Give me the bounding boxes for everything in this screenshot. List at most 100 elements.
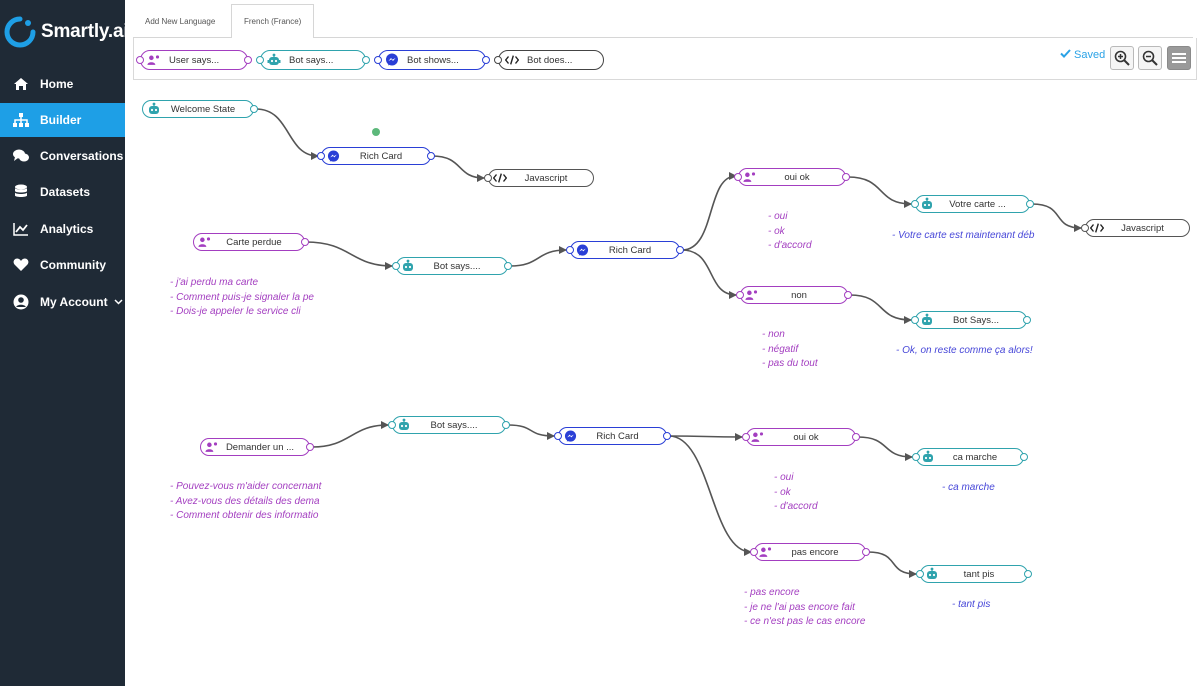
input-port[interactable] bbox=[317, 152, 325, 160]
output-port[interactable] bbox=[676, 246, 684, 254]
edge-botsays2-rich3 bbox=[507, 424, 555, 440]
flow-canvas[interactable]: Welcome State Rich Card Javascript Carte… bbox=[126, 80, 1200, 686]
node-ca-marche[interactable]: ca marche bbox=[912, 448, 1028, 466]
output-port[interactable] bbox=[502, 421, 510, 429]
edge-rich3-pasencore bbox=[668, 435, 752, 556]
node-welcome-state[interactable]: Welcome State bbox=[142, 100, 258, 118]
response-bot-says-ok: - Ok, on reste comme ça alors! bbox=[896, 345, 1033, 356]
code-icon bbox=[1090, 221, 1104, 235]
language-tabs: Add New Language French (France) bbox=[133, 4, 1193, 39]
tab-add-new-language[interactable]: Add New Language bbox=[133, 4, 227, 38]
node-oui-ok-2[interactable]: oui ok bbox=[742, 428, 860, 446]
output-port[interactable] bbox=[862, 548, 870, 556]
user-circle-icon bbox=[12, 293, 30, 311]
zoom-out-button[interactable] bbox=[1138, 46, 1162, 70]
palette-user-says[interactable]: User says... bbox=[136, 50, 252, 70]
sidebar-item-builder[interactable]: Builder bbox=[0, 103, 125, 137]
sidebar-item-analytics[interactable]: Analytics bbox=[0, 212, 125, 246]
output-port[interactable] bbox=[1020, 453, 1028, 461]
sidebar-item-home[interactable]: Home bbox=[0, 67, 125, 101]
node-demander[interactable]: Demander un ... bbox=[200, 438, 314, 456]
check-icon bbox=[1060, 49, 1071, 61]
output-port[interactable] bbox=[301, 238, 309, 246]
edge-rich1-js1 bbox=[431, 155, 485, 182]
node-label: oui ok bbox=[784, 171, 810, 183]
output-port[interactable] bbox=[1023, 316, 1031, 324]
input-port[interactable] bbox=[911, 316, 919, 324]
output-port[interactable] bbox=[844, 291, 852, 299]
input-port[interactable] bbox=[916, 570, 924, 578]
node-label: Bot says.... bbox=[430, 419, 478, 431]
node-rich-card-1[interactable]: Rich Card bbox=[317, 147, 435, 165]
output-port[interactable] bbox=[504, 262, 512, 270]
node-label: Rich Card bbox=[359, 150, 403, 162]
node-non[interactable]: non bbox=[736, 286, 852, 304]
messenger-icon bbox=[385, 53, 399, 67]
node-label: ca marche bbox=[952, 451, 998, 463]
node-pas-encore[interactable]: pas encore bbox=[750, 543, 870, 561]
tab-french-france[interactable]: French (France) bbox=[231, 4, 315, 39]
node-bot-says-ok[interactable]: Bot Says... bbox=[911, 311, 1031, 329]
brand-logo[interactable]: Smartly.ai bbox=[4, 14, 129, 50]
brand-name: Smartly.ai bbox=[41, 21, 129, 42]
output-port[interactable] bbox=[852, 433, 860, 441]
edge-carte-botsays1 bbox=[305, 241, 393, 270]
node-tant-pis[interactable]: tant pis bbox=[916, 565, 1032, 583]
zoom-in-button[interactable] bbox=[1110, 46, 1134, 70]
node-votre-carte[interactable]: Votre carte ... bbox=[911, 195, 1034, 213]
node-label: oui ok bbox=[793, 431, 819, 443]
sidebar-item-label: Analytics bbox=[40, 222, 94, 236]
input-port[interactable] bbox=[1081, 224, 1089, 232]
menu-button[interactable] bbox=[1167, 46, 1191, 70]
sidebar-item-my-account[interactable]: My Account bbox=[0, 285, 125, 319]
node-bot-says-2[interactable]: Bot says.... bbox=[388, 416, 510, 434]
user-says-icon bbox=[759, 545, 773, 559]
input-port[interactable] bbox=[566, 246, 574, 254]
zoom-in-icon bbox=[1114, 50, 1130, 66]
node-rich-card-2[interactable]: Rich Card bbox=[566, 241, 684, 259]
output-port[interactable] bbox=[306, 443, 314, 451]
sidebar-item-label: Community bbox=[40, 258, 106, 272]
edge-botsays1-rich2 bbox=[509, 246, 567, 267]
bot-face-icon bbox=[925, 567, 939, 581]
input-port[interactable] bbox=[734, 173, 742, 181]
edge-pasencore-tantpis bbox=[867, 551, 917, 578]
sidebar-item-datasets[interactable]: Datasets bbox=[0, 175, 125, 209]
input-port[interactable] bbox=[484, 174, 492, 182]
output-port bbox=[482, 56, 490, 64]
input-port[interactable] bbox=[392, 262, 400, 270]
output-port[interactable] bbox=[1024, 570, 1032, 578]
node-label: Bot Says... bbox=[953, 314, 999, 326]
utterances-carte-perdue: - j'ai perdu ma carte - Comment puis-je … bbox=[170, 277, 314, 318]
input-port[interactable] bbox=[742, 433, 750, 441]
output-port[interactable] bbox=[842, 173, 850, 181]
input-port[interactable] bbox=[750, 548, 758, 556]
tab-label: Add New Language bbox=[145, 16, 216, 26]
node-javascript-1[interactable]: Javascript bbox=[484, 169, 594, 187]
input-port[interactable] bbox=[912, 453, 920, 461]
palette-bot-shows[interactable]: Bot shows... bbox=[374, 50, 490, 70]
node-javascript-2[interactable]: Javascript bbox=[1081, 219, 1190, 237]
output-port[interactable] bbox=[663, 432, 671, 440]
node-label: Welcome State bbox=[170, 103, 236, 115]
palette-bot-says[interactable]: Bot says... bbox=[256, 50, 370, 70]
node-oui-ok-1[interactable]: oui ok bbox=[734, 168, 850, 186]
zoom-out-icon bbox=[1142, 50, 1158, 66]
input-port[interactable] bbox=[736, 291, 744, 299]
input-port[interactable] bbox=[388, 421, 396, 429]
output-port[interactable] bbox=[427, 152, 435, 160]
user-says-icon bbox=[147, 53, 161, 67]
sidebar-item-conversations[interactable]: Conversations bbox=[0, 139, 125, 173]
utterances-demander: - Pouvez-vous m'aider concernant - Avez-… bbox=[170, 481, 322, 522]
input-port[interactable] bbox=[554, 432, 562, 440]
node-carte-perdue[interactable]: Carte perdue bbox=[193, 233, 309, 251]
output-port[interactable] bbox=[250, 105, 258, 113]
palette-bot-does[interactable]: Bot does... bbox=[494, 50, 604, 70]
node-bot-says-1[interactable]: Bot says.... bbox=[392, 257, 512, 275]
node-rich-card-3[interactable]: Rich Card bbox=[554, 427, 671, 445]
output-port[interactable] bbox=[1026, 200, 1034, 208]
input-port[interactable] bbox=[911, 200, 919, 208]
bot-face-icon bbox=[401, 259, 415, 273]
input-port bbox=[494, 56, 502, 64]
sidebar-item-community[interactable]: Community bbox=[0, 248, 125, 282]
